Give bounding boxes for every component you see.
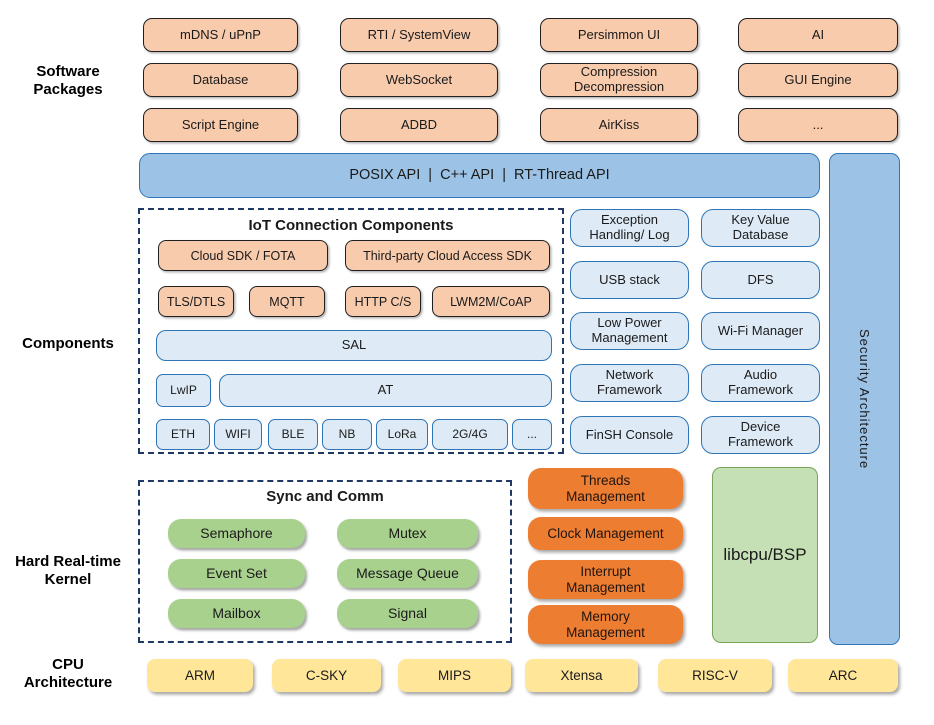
box-persimmon-ui: Persimmon UI — [540, 18, 698, 52]
box-usb-stack: USB stack — [570, 261, 689, 299]
security-architecture-label: Security Architecture — [857, 328, 872, 470]
box-xtensa: Xtensa — [525, 659, 638, 692]
box-wifi-manager: Wi-Fi Manager — [701, 312, 820, 350]
box-lwm2m-coap: LWM2M/CoAP — [432, 286, 550, 317]
sync-comm-group — [138, 480, 512, 643]
iot-connection-title: IoT Connection Components — [248, 217, 454, 234]
box-airkiss: AirKiss — [540, 108, 698, 142]
box-database: Database — [143, 63, 298, 97]
section-label-kernel: Hard Real-time Kernel — [15, 553, 121, 588]
box-signal: Signal — [337, 599, 478, 628]
box-clock-management: Clock Management — [528, 517, 683, 550]
box-audio-framework: Audio Framework — [701, 364, 820, 402]
box-mips: MIPS — [398, 659, 511, 692]
box-key-value-database: Key Value Database — [701, 209, 820, 247]
box-dfs: DFS — [701, 261, 820, 299]
box-wifi: WIFI — [214, 419, 262, 450]
box-2g-4g: 2G/4G — [432, 419, 508, 450]
box-more-packages: ... — [738, 108, 898, 142]
box-event-set: Event Set — [168, 559, 305, 588]
box-interrupt-management: Interrupt Management — [528, 560, 683, 599]
box-lwip: LwIP — [156, 374, 211, 407]
box-risc-v: RISC-V — [658, 659, 772, 692]
box-arc: ARC — [788, 659, 898, 692]
box-mqtt: MQTT — [249, 286, 325, 317]
security-architecture-bar: Security Architecture — [829, 153, 900, 645]
box-semaphore: Semaphore — [168, 519, 305, 548]
section-label-cpu-architecture: CPU Architecture — [23, 656, 113, 691]
box-nb: NB — [322, 419, 372, 450]
box-thirdparty-sdk: Third-party Cloud Access SDK — [345, 240, 550, 271]
box-arm: ARM — [147, 659, 253, 692]
box-message-queue: Message Queue — [337, 559, 478, 588]
section-label-software-packages: Software Packages — [33, 63, 103, 98]
box-script-engine: Script Engine — [143, 108, 298, 142]
box-compression: Compression Decompression — [540, 63, 698, 97]
box-at: AT — [219, 374, 552, 407]
box-sal: SAL — [156, 330, 552, 361]
api-bar: POSIX API | C++ API | RT-Thread API — [139, 153, 820, 198]
box-mailbox: Mailbox — [168, 599, 305, 628]
iot-connection-group — [138, 208, 564, 454]
box-device-framework: Device Framework — [701, 416, 820, 454]
box-eth: ETH — [156, 419, 210, 450]
box-adbd: ADBD — [340, 108, 498, 142]
box-lora: LoRa — [376, 419, 428, 450]
box-exception-handling: Exception Handling/ Log — [570, 209, 689, 247]
box-threads-management: Threads Management — [528, 468, 683, 509]
box-ai: AI — [738, 18, 898, 52]
box-gui-engine: GUI Engine — [738, 63, 898, 97]
box-finsh-console: FinSH Console — [570, 416, 689, 454]
box-network-framework: Network Framework — [570, 364, 689, 402]
box-mdns-upnp: mDNS / uPnP — [143, 18, 298, 52]
box-tls-dtls: TLS/DTLS — [158, 286, 234, 317]
box-websocket: WebSocket — [340, 63, 498, 97]
box-low-power: Low Power Management — [570, 312, 689, 350]
box-cloud-sdk-fota: Cloud SDK / FOTA — [158, 240, 328, 271]
box-mutex: Mutex — [337, 519, 478, 548]
sync-comm-title: Sync and Comm — [266, 488, 384, 505]
box-rti-systemview: RTI / SystemView — [340, 18, 498, 52]
section-label-components: Components — [22, 335, 114, 352]
box-ble: BLE — [268, 419, 318, 450]
box-http-cs: HTTP C/S — [345, 286, 421, 317]
api-bar-label: POSIX API | C++ API | RT-Thread API — [349, 167, 610, 184]
box-libcpu-bsp: libcpu/BSP — [712, 467, 818, 643]
box-more-links: ... — [512, 419, 552, 450]
box-memory-management: Memory Management — [528, 605, 683, 644]
box-c-sky: C-SKY — [272, 659, 381, 692]
